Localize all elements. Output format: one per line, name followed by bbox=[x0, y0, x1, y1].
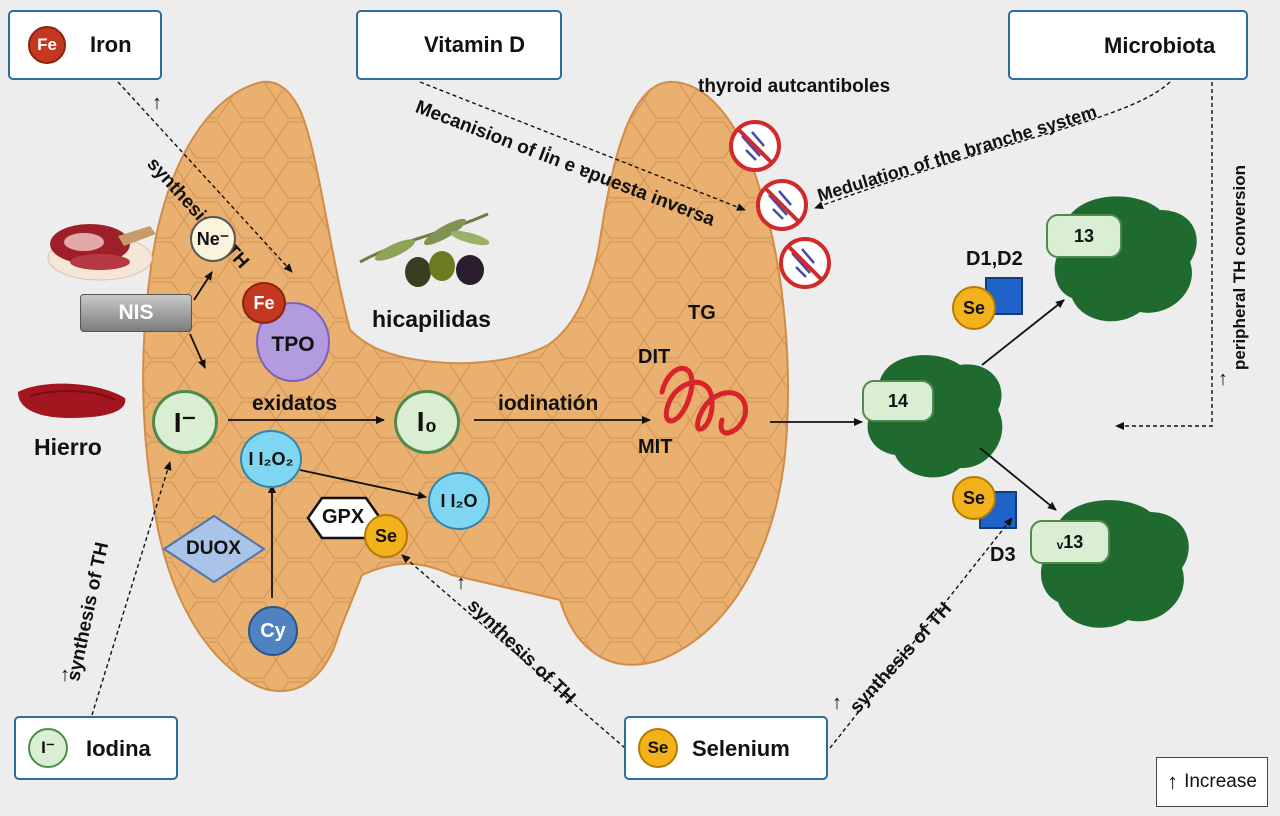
iron-label: Iron bbox=[90, 32, 132, 57]
d1d2-label: D1,D2 bbox=[966, 248, 1023, 270]
antibody-blocked-icon bbox=[756, 179, 808, 231]
olives-illustration bbox=[359, 212, 490, 287]
peripheral-conversion-label: peripheral TH conversion bbox=[1230, 165, 1249, 370]
legend-label: Increase bbox=[1184, 771, 1257, 792]
antibody-blocked-icon bbox=[779, 237, 831, 289]
ham-illustration bbox=[47, 224, 156, 281]
iodide-badge: I⁻ bbox=[28, 728, 68, 768]
t3-label-pill: 13 bbox=[1046, 214, 1122, 258]
tg-label: TG bbox=[688, 302, 716, 324]
up-arrow-icon: ↑ bbox=[152, 92, 162, 114]
selenium-source-box: Se Selenium bbox=[624, 716, 828, 780]
iron-source-box: Fe Iron bbox=[8, 10, 162, 80]
iodine-i0-node: I₀ bbox=[394, 390, 460, 454]
up-arrow-icon: ↑ bbox=[456, 572, 466, 594]
ne-node: Ne⁻ bbox=[190, 216, 236, 262]
legend-box: ↑ Increase bbox=[1156, 757, 1268, 807]
microbiota-source-box: Microbiota bbox=[1008, 10, 1248, 80]
vitamin-d-source-box: Vitamin D bbox=[356, 10, 562, 80]
d3-label: D3 bbox=[990, 544, 1016, 566]
vitamin-d-label: Vitamin D bbox=[424, 32, 526, 57]
liver-illustration bbox=[18, 383, 126, 418]
gpx-selenium-badge: Se bbox=[364, 514, 408, 558]
d1d2-selenium-badge: Se bbox=[952, 286, 996, 330]
selenium-badge: Se bbox=[638, 728, 678, 768]
iodine-label: Iodina bbox=[86, 736, 151, 761]
antibody-blocked-icon bbox=[729, 120, 781, 172]
iodide-node: I⁻ bbox=[152, 390, 218, 454]
duox-diamond bbox=[162, 514, 266, 584]
gpx-label: GPX bbox=[322, 506, 365, 528]
mit-label: MIT bbox=[638, 436, 673, 458]
up-arrow-icon: ↑ bbox=[832, 692, 842, 714]
t4-label-pill: 14 bbox=[862, 380, 934, 422]
solid-arrows bbox=[189, 271, 1065, 598]
dit-label: DIT bbox=[638, 346, 671, 368]
h2o2-node: I I₂O₂ bbox=[240, 430, 302, 488]
dashed-arrows bbox=[91, 81, 1213, 749]
cy-node: Cy bbox=[248, 606, 298, 656]
hicapilidas-label: hicapilidas bbox=[372, 306, 491, 332]
duox-label: DUOX bbox=[186, 538, 241, 559]
oxidation-label: exidatos bbox=[252, 392, 338, 415]
fe-badge: Fe bbox=[242, 282, 286, 324]
autoantibodies-label: thyroid autcantiboles bbox=[698, 76, 891, 97]
h2o-node: I I₂O bbox=[428, 472, 490, 530]
up-arrow-icon: ↑ bbox=[1218, 368, 1228, 390]
thyroglobulin-coil bbox=[659, 365, 748, 436]
up-arrow-icon: ↑ bbox=[60, 664, 70, 686]
iron-badge: Fe bbox=[28, 26, 66, 64]
iodine-source-box: I⁻ Iodina bbox=[14, 716, 178, 780]
iodination-label: iodinatión bbox=[498, 392, 599, 415]
nis-transporter: NIS bbox=[80, 294, 192, 332]
microbiota-label: Microbiota bbox=[1104, 33, 1216, 58]
d3-selenium-badge: Se bbox=[952, 476, 996, 520]
rt3-label-pill: ᵥ13 bbox=[1030, 520, 1110, 564]
thyroid-gland bbox=[142, 80, 789, 692]
hierro-label: Hierro bbox=[34, 434, 102, 460]
up-arrow-icon: ↑ bbox=[1167, 769, 1179, 794]
selenium-label: Selenium bbox=[692, 736, 790, 761]
